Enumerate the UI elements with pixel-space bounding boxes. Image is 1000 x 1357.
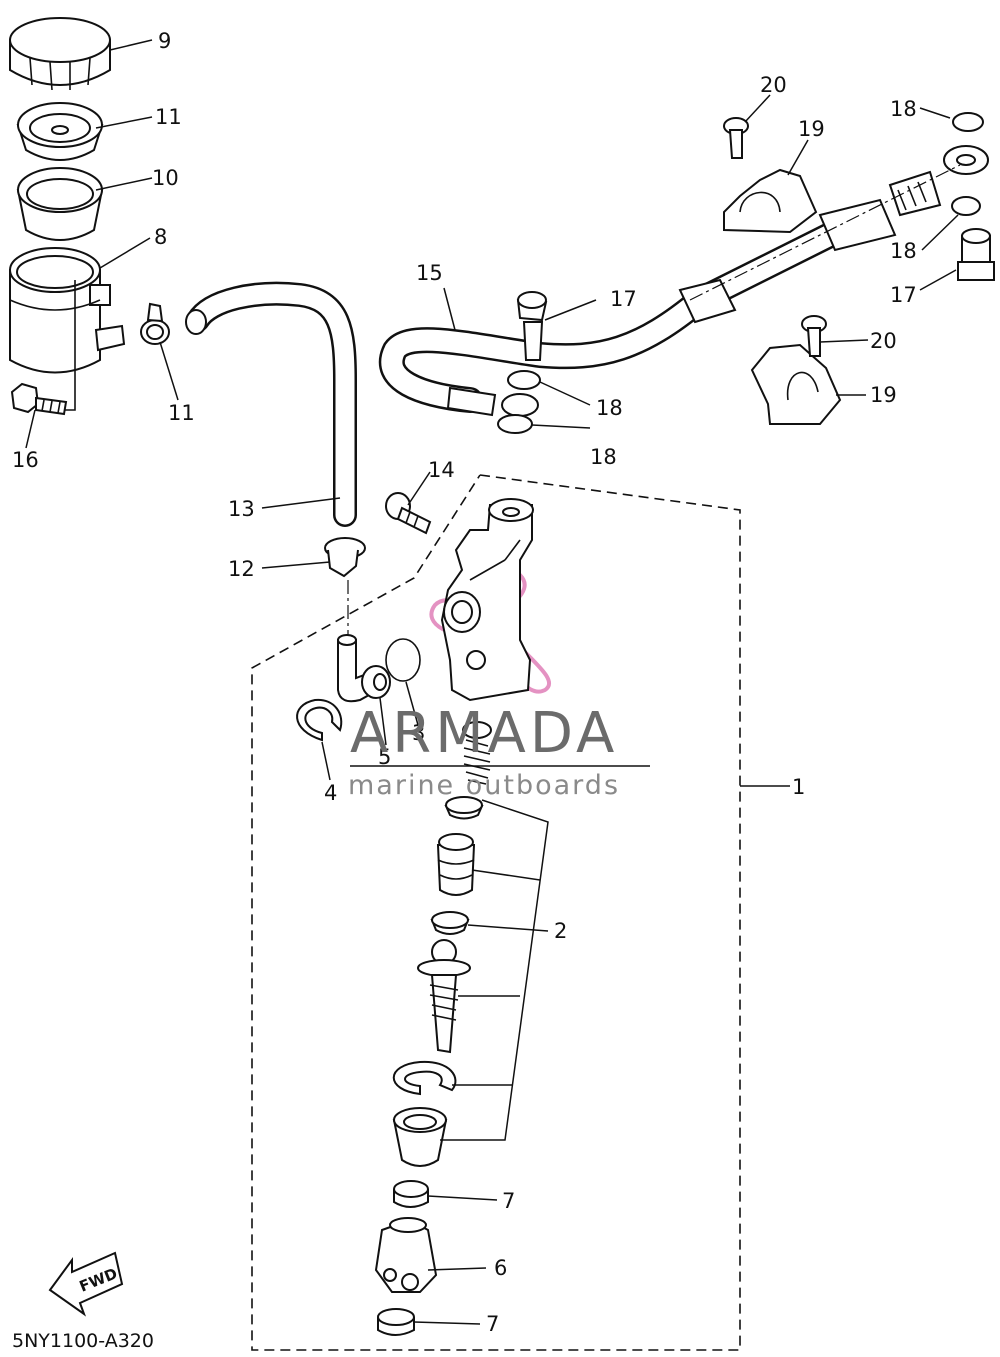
circlip-2-part [392,1060,457,1096]
callout-13: 13 [228,497,255,521]
washer-18b [497,414,533,434]
hose-joint-part [337,634,391,703]
o-ring-part [385,638,421,682]
callout-18-a: 18 [596,396,623,420]
boot-part [392,1107,448,1167]
leader-lines [25,39,959,1325]
callout-20-lower: 20 [870,329,897,353]
clevis-part [374,1217,438,1293]
callout-15: 16 [12,448,39,472]
callout-6: 6 [494,1256,507,1280]
callout-18-c: 18 [890,97,917,121]
diaphragm-plate-part [16,102,104,161]
callout-16: 15 [416,261,443,285]
callout-2: 2 [554,919,567,943]
washer-18a [507,370,541,390]
callout-18-b: 18 [590,445,617,469]
hose-clamp-lower-part [750,343,842,425]
callout-12-top: 11 [168,401,195,425]
washer-18c [952,112,984,132]
callout-19-lower: 19 [870,383,897,407]
reservoir-cap-part [9,17,111,91]
callout-7-upper: 7 [502,1189,515,1213]
nut-lower-part [377,1308,415,1336]
diaphragm-part [16,167,104,241]
hose-clip-lower-part [324,537,366,578]
nut-upper-part [393,1180,429,1208]
reservoir-hose-part [185,281,357,527]
callout-12-lower: 12 [228,557,255,581]
callout-5: 5 [378,745,391,769]
callout-9: 9 [158,29,171,53]
callout-10: 10 [152,166,179,190]
washer-18d [951,196,981,216]
callout-14: 14 [428,458,455,482]
callout-8: 8 [154,225,167,249]
callout-17-left: 17 [610,287,637,311]
secondary-cup-part [430,911,470,935]
callout-4: 4 [324,781,337,805]
callout-7-lower: 7 [486,1312,499,1336]
hose-clamp-upper-part [723,168,818,234]
screw-upper-part [723,117,749,159]
primary-cup-part [444,796,484,820]
brake-hose-part [378,145,989,417]
callout-11: 11 [155,105,182,129]
spring-part [462,721,492,785]
fwd-arrow-icon: FWD [48,1251,124,1317]
circlip-part [296,698,343,742]
callout-18-d: 18 [890,239,917,263]
callout-17-right: 17 [890,283,917,307]
callout-1: 1 [792,775,805,799]
push-rod-part [417,939,471,1054]
callout-19-upper: 19 [798,117,825,141]
master-cylinder-body-part [440,498,534,702]
bolt-14-part [385,492,432,535]
watermark-title: ARMADA [350,701,618,766]
reservoir-part [9,247,126,411]
bolt-part [10,382,68,416]
callout-20-upper: 20 [760,73,787,97]
piston-part [436,833,476,896]
banjo-bolt-right-part [957,228,995,281]
watermark-subtitle: marine outboards [348,770,620,801]
screw-lower-part [801,315,827,357]
callout-labels: 9 11 10 8 16 11 13 12 14 3 5 4 1 2 7 6 7… [12,29,917,1336]
diagram-code: 5NY1100-A320 [12,1330,154,1352]
assembly-boundary [251,474,741,1351]
banjo-bolt-left-part [516,291,548,361]
callout-3: 3 [412,721,425,745]
hose-clip-top-part [140,302,170,345]
